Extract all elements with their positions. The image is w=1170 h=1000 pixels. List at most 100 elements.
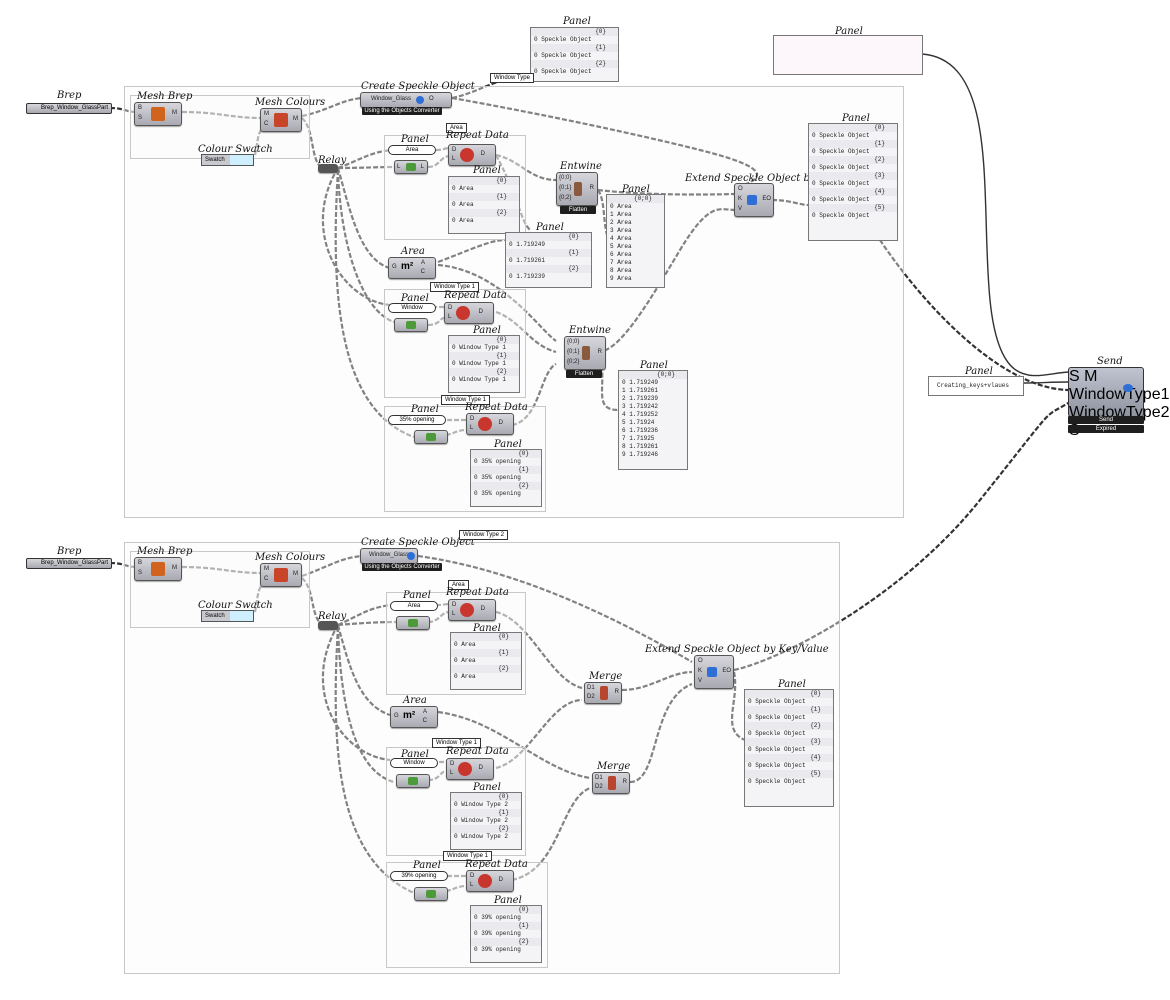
- repeat-data-title: Repeat Data: [446, 587, 509, 598]
- repeat-data-title: Repeat Data: [444, 290, 507, 301]
- extend-speckle-node-top[interactable]: O K V EO: [734, 183, 774, 217]
- panel-title: Panel: [401, 134, 429, 145]
- window-type-1-tag: Window Type 1: [443, 851, 492, 861]
- entwine-node-mid[interactable]: {0;0} {0;1} {0;2} R: [564, 336, 606, 370]
- speckle-icon: [407, 552, 415, 560]
- list-length-node[interactable]: [396, 774, 430, 788]
- opening-input-panel[interactable]: 35% opening: [388, 415, 446, 425]
- area-values-panel-top[interactable]: {0}0 1.719249 {1}0 1.719261 {2}0 1.71923…: [505, 232, 592, 288]
- speckle-panel-top[interactable]: {0}0 Speckle Object {1}0 Speckle Object …: [530, 27, 619, 82]
- panel-title: Panel: [403, 590, 431, 601]
- speckle-big-panel-bottom[interactable]: {0}0 Speckle Object {1}0 Speckle Object …: [744, 689, 834, 807]
- relay-title: Relay: [318, 611, 347, 622]
- area-input-panel[interactable]: Area: [390, 601, 438, 611]
- brep-param[interactable]: Brep_Window_GlassPart: [26, 103, 112, 114]
- mesh-colours-node[interactable]: M C M: [260, 108, 302, 132]
- mesh-brep-node[interactable]: B S M: [134, 102, 182, 126]
- speckle-big-panel-top[interactable]: {0}0 Speckle Object {1}0 Speckle Object …: [808, 123, 898, 241]
- creating-kv-panel[interactable]: Creating_keys+vlaues: [928, 376, 1024, 396]
- list-length-node[interactable]: [396, 616, 430, 630]
- colour-swatch-title: Colour Swatch: [198, 600, 273, 611]
- repeat-icon: [478, 417, 492, 431]
- panel-title: Panel: [411, 404, 439, 415]
- wt1-panel[interactable]: {0}0 Window Type 1 {1}0 Window Type 1 {2…: [448, 335, 520, 393]
- mesh-icon: [151, 107, 165, 121]
- area-icon: m²: [403, 710, 416, 721]
- send-node[interactable]: S M WindowType1 WindowType2 S: [1068, 367, 1170, 439]
- panel-title: Panel: [401, 749, 429, 760]
- mesh-brep-title: Mesh Brep: [137, 546, 193, 557]
- area-panel-top[interactable]: {0}0 Area {1}0 Area {2}0 Area: [448, 176, 520, 234]
- extend-speckle-node-bottom[interactable]: O K V EO: [694, 655, 734, 689]
- repeat-data-title: Repeat Data: [465, 859, 528, 870]
- panel-title: Panel: [842, 113, 870, 124]
- opening-input-panel[interactable]: 39% opening: [390, 871, 448, 881]
- speckle-cube-icon: [707, 667, 717, 677]
- area-tag: Area: [446, 123, 467, 133]
- area-input-panel[interactable]: Area: [388, 145, 436, 155]
- create-speckle-caption: Using the Objects Converter: [362, 563, 442, 571]
- merge-title: Merge: [589, 671, 623, 682]
- open39-panel[interactable]: {0}0 39% opening {1}0 39% opening {2}0 3…: [470, 905, 542, 963]
- list-length-node[interactable]: [414, 430, 448, 444]
- flatten-caption: Flatten: [560, 206, 596, 214]
- colour-swatch[interactable]: Swatch: [201, 154, 254, 166]
- create-speckle-node[interactable]: Window_Glass: [360, 548, 418, 564]
- window-input-panel[interactable]: Window: [388, 303, 436, 313]
- flatten-caption: Flatten: [566, 370, 602, 378]
- repeat-icon: [460, 603, 474, 617]
- entwine-icon: [574, 182, 582, 196]
- wt2-panel[interactable]: {0}0 Window Type 2 {1}0 Window Type 2 {2…: [450, 792, 522, 850]
- list-length-icon: [426, 890, 436, 898]
- colour-swatch[interactable]: Swatch: [201, 610, 254, 622]
- empty-panel[interactable]: [773, 35, 923, 75]
- list-length-node[interactable]: L L: [394, 160, 428, 174]
- brep-param[interactable]: Brep_Window_GlassPart: [26, 558, 112, 569]
- entwine-node-top[interactable]: {0;0} {0;1} {0;2} R: [556, 172, 598, 206]
- extend-speckle-title: Extend Speckle Object by Key/V: [685, 173, 849, 184]
- entwine-title: Entwine: [560, 161, 602, 172]
- mesh-brep-title: Mesh Brep: [137, 91, 193, 102]
- panel-title: Panel: [473, 782, 501, 793]
- repeat-data-title: Repeat Data: [446, 130, 509, 141]
- relay-node[interactable]: [318, 164, 338, 173]
- mesh-colours-node[interactable]: M C M: [260, 563, 302, 587]
- list-length-icon: [406, 163, 416, 171]
- panel-title: Panel: [473, 325, 501, 336]
- list-length-node[interactable]: [414, 887, 448, 901]
- mesh-brep-node[interactable]: B S M: [134, 557, 182, 581]
- panel-title: Panel: [778, 679, 806, 690]
- merge-title: Merge: [597, 761, 631, 772]
- merge-icon: [607, 776, 616, 790]
- area-panel-bottom[interactable]: {0}0 Area {1}0 Area {2}0 Area: [450, 632, 522, 690]
- extend-speckle-title: Extend Speckle Object by Key/Value: [645, 644, 829, 655]
- window-input-panel[interactable]: Window: [390, 758, 438, 768]
- merge-icon: [599, 686, 608, 700]
- entwine-icon: [582, 346, 590, 360]
- panel-title: Panel: [835, 26, 863, 37]
- panel-title: Panel: [536, 222, 564, 233]
- open35-panel[interactable]: {0}0 35% opening {1}0 35% opening {2}0 3…: [470, 449, 542, 507]
- area-icon: m²: [401, 261, 414, 272]
- list-length-node[interactable]: [394, 318, 428, 332]
- create-speckle-node[interactable]: Window_Glass O: [360, 92, 452, 108]
- window-type-2-tag: Window Type 2: [459, 530, 508, 540]
- panel-title: Panel: [473, 165, 501, 176]
- mesh-colours-title: Mesh Colours: [255, 97, 326, 108]
- create-speckle-title: Create Speckle Object: [361, 537, 475, 548]
- send-title: Send: [1097, 356, 1123, 367]
- send-button[interactable]: Send: [1068, 416, 1144, 424]
- relay-node[interactable]: [318, 621, 338, 630]
